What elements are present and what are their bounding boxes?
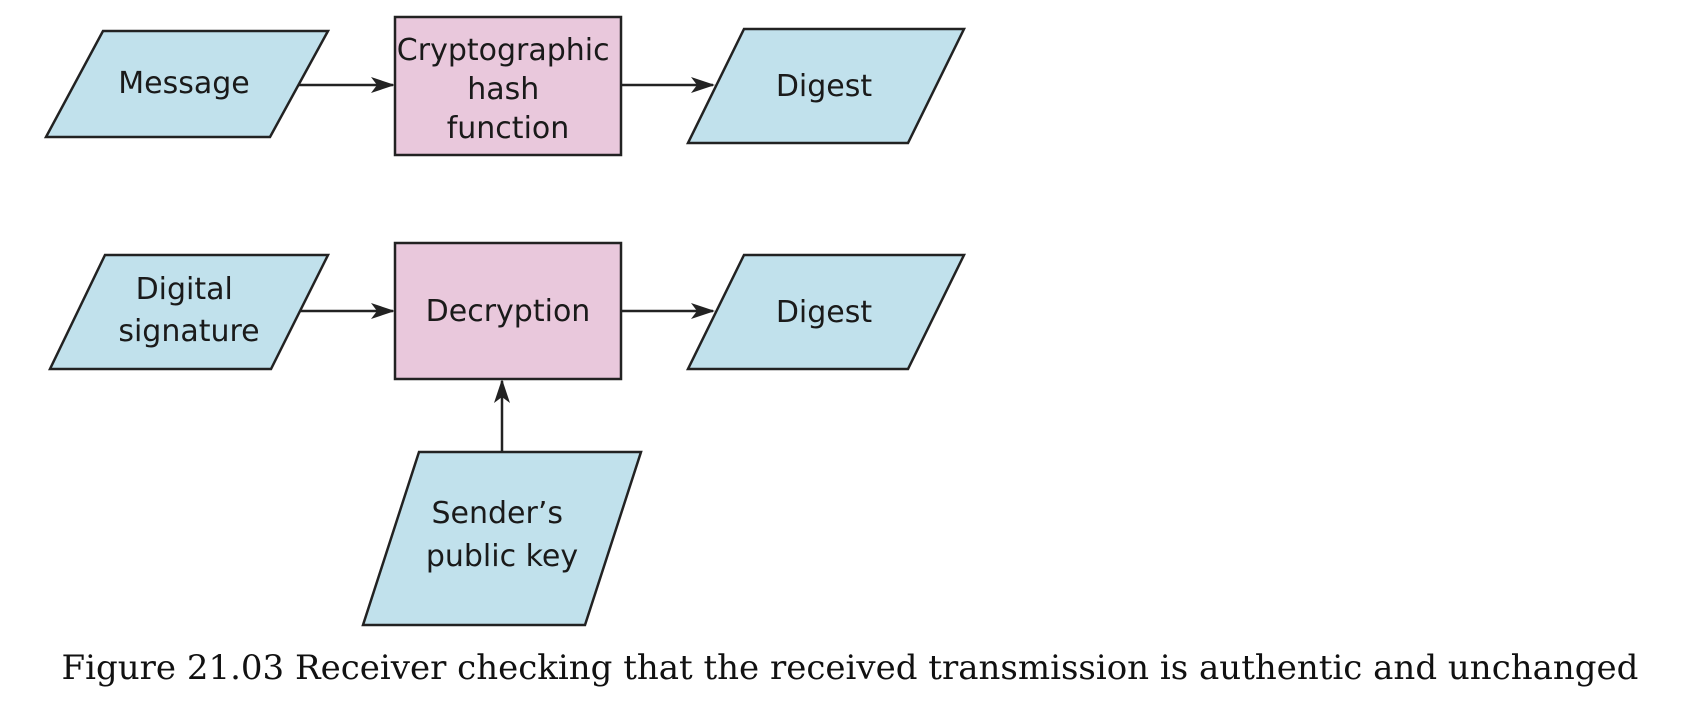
public-key-node: Sender’s public key bbox=[361, 450, 643, 627]
digest-label-1: Digest bbox=[776, 69, 873, 104]
digital-signature-parallelogram bbox=[48, 253, 331, 371]
message-parallelogram bbox=[43, 29, 331, 139]
hash-function-label: Cryptographic hash function bbox=[397, 33, 619, 146]
digest-label-2: Digest bbox=[776, 295, 873, 330]
digest-parallelogram-2 bbox=[685, 253, 967, 371]
flow-diagram: Message Cryptographic hash function Dige… bbox=[43, 15, 967, 627]
digital-signature-node: Digital signature bbox=[48, 253, 331, 371]
decryption-box bbox=[393, 241, 623, 381]
decryption-label: Decryption bbox=[426, 294, 591, 329]
digest-node-2: Digest bbox=[685, 253, 967, 371]
message-node: Message bbox=[43, 29, 331, 139]
hash-function-box bbox=[393, 15, 623, 157]
decryption-node: Decryption bbox=[393, 241, 623, 381]
digest-node-1: Digest bbox=[685, 27, 967, 145]
digest-parallelogram-1 bbox=[685, 27, 967, 145]
digital-signature-label: Digital signature bbox=[118, 272, 259, 349]
figure-caption: Figure 21.03 Receiver checking that the … bbox=[61, 648, 1639, 688]
public-key-parallelogram bbox=[361, 450, 643, 627]
public-key-label: Sender’s public key bbox=[426, 496, 578, 574]
message-label: Message bbox=[118, 66, 249, 101]
hash-function-node: Cryptographic hash function bbox=[393, 15, 623, 157]
